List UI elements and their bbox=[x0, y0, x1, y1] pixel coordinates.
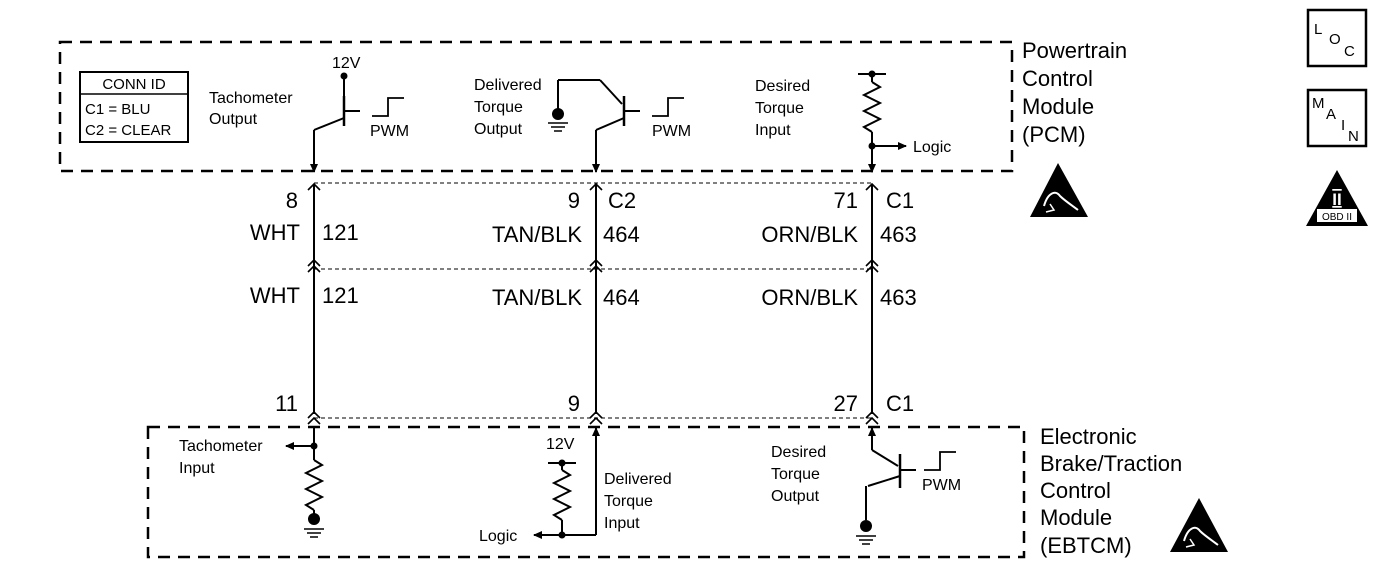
ebtcm-module: Electronic Brake/Traction Control Module… bbox=[146, 424, 1182, 559]
ground-icon bbox=[856, 535, 876, 545]
wire-color-3a: ORN/BLK bbox=[761, 222, 858, 247]
pwm-signal-icon bbox=[372, 97, 404, 117]
pullup-resistor bbox=[551, 469, 573, 521]
ground-node-dot bbox=[308, 513, 320, 525]
obd-caption: OBD II bbox=[1322, 212, 1352, 223]
tach-output-label-2: Output bbox=[209, 111, 258, 128]
ebtcm-boundary bbox=[146, 425, 1026, 559]
ebtcm-pin-2: 9 bbox=[568, 391, 580, 416]
delivered-torque-output-circuit: Delivered Torque Output PWM bbox=[474, 77, 691, 173]
ground-icon bbox=[548, 122, 568, 132]
desired-input-label-3: Input bbox=[755, 122, 791, 139]
pcm-name-line-1: Powertrain bbox=[1022, 38, 1127, 63]
tach-supply-label: 12V bbox=[332, 55, 361, 72]
harness: 8 WHT 121 WHT 121 11 9 C2 TAN/BLK 464 TA… bbox=[250, 182, 917, 425]
pcm-logic-label: Logic bbox=[913, 139, 951, 156]
delivered-input-label-3: Input bbox=[604, 515, 640, 532]
ebtcm-pin-1: 11 bbox=[275, 391, 298, 416]
pcm-connector-band bbox=[314, 182, 872, 270]
tach-input-label-2: Input bbox=[179, 460, 215, 477]
desired-torque-input-circuit: Desired Torque Input Logic bbox=[755, 70, 951, 173]
tach-input-circuit: Tachometer Input bbox=[179, 428, 325, 538]
pwm-signal-icon bbox=[924, 451, 956, 471]
conn-id-title: CONN ID bbox=[102, 76, 166, 93]
pcm-name-line-3: Module bbox=[1022, 94, 1094, 119]
ebtcm-name-line-2: Brake/Traction bbox=[1040, 451, 1182, 476]
main-badge: M A I N bbox=[1306, 88, 1368, 148]
circuit-number-3a: 463 bbox=[880, 222, 917, 247]
circuit-number-1b: 121 bbox=[322, 283, 359, 308]
ebtcm-logic-label: Logic bbox=[479, 528, 517, 545]
wire-color-2a: TAN/BLK bbox=[492, 222, 582, 247]
loc-letter-c: C bbox=[1344, 43, 1355, 60]
pulldown-resistor bbox=[303, 459, 325, 511]
pcm-name-line-4: (PCM) bbox=[1022, 122, 1086, 147]
pcm-conn-3: C1 bbox=[886, 188, 914, 213]
ground-node-dot bbox=[860, 520, 872, 532]
ebtcm-pwm-label: PWM bbox=[922, 477, 961, 494]
ebtcm-supply-label: 12V bbox=[546, 436, 575, 453]
desired-input-label-2: Torque bbox=[755, 100, 804, 117]
obd-numeral: II bbox=[1332, 190, 1341, 209]
pcm-module: Powertrain Control Module (PCM) CONN ID … bbox=[58, 38, 1127, 173]
tach-input-label-1: Tachometer bbox=[179, 438, 263, 455]
conn-id-box: CONN ID C1 = BLU C2 = CLEAR bbox=[79, 71, 189, 143]
pwm-signal-icon bbox=[652, 97, 684, 117]
pcm-pin-1: 8 bbox=[286, 188, 298, 213]
wire-color-1a: WHT bbox=[250, 220, 300, 245]
delivered-output-label-1: Delivered bbox=[474, 77, 542, 94]
pcm-pin-2: 9 bbox=[568, 188, 580, 213]
ebtcm-name-line-5: (EBTCM) bbox=[1040, 533, 1132, 558]
main-letter-i: I bbox=[1341, 117, 1345, 134]
wire-color-2b: TAN/BLK bbox=[492, 285, 582, 310]
main-letter-n: N bbox=[1348, 128, 1359, 145]
desired-torque-output-circuit: Desired Torque Output PWM bbox=[771, 427, 961, 545]
loc-letter-l: L bbox=[1314, 21, 1322, 38]
circuit-number-2b: 464 bbox=[603, 285, 640, 310]
circuit-number-3b: 463 bbox=[880, 285, 917, 310]
pcm-pin-3: 71 bbox=[834, 188, 858, 213]
conn-id-c2: C2 = CLEAR bbox=[85, 122, 171, 139]
tach-output-circuit: Tachometer Output 12V PWM bbox=[209, 55, 409, 173]
main-letter-a: A bbox=[1326, 106, 1336, 123]
loc-letter-o: O bbox=[1329, 31, 1341, 48]
delivered-output-label-2: Torque bbox=[474, 99, 523, 116]
desired-input-label-1: Desired bbox=[755, 78, 810, 95]
delivered-input-label-1: Delivered bbox=[604, 471, 672, 488]
esd-warning-icon bbox=[1170, 498, 1228, 552]
delivered-output-label-3: Output bbox=[474, 121, 523, 138]
pcm-conn-2: C2 bbox=[608, 188, 636, 213]
ebtcm-pin-3: 27 bbox=[834, 391, 858, 416]
desired-output-label-1: Desired bbox=[771, 444, 826, 461]
loc-badge: L O C bbox=[1306, 8, 1368, 68]
pullup-resistor bbox=[861, 81, 883, 133]
conn-id-c1: C1 = BLU bbox=[85, 101, 150, 118]
delivered-input-label-2: Torque bbox=[604, 493, 653, 510]
obd-ii-badge: II OBD II bbox=[1306, 170, 1368, 226]
connector-pin-marks bbox=[307, 182, 879, 425]
tach-output-label-1: Tachometer bbox=[209, 90, 293, 107]
ebtcm-conn-3: C1 bbox=[886, 391, 914, 416]
pcm-boundary bbox=[58, 40, 1014, 173]
desired-output-label-2: Torque bbox=[771, 466, 820, 483]
wire-color-1b: WHT bbox=[250, 283, 300, 308]
wire-color-3b: ORN/BLK bbox=[761, 285, 858, 310]
esd-warning-icon bbox=[1030, 163, 1088, 217]
ebtcm-name-line-1: Electronic bbox=[1040, 424, 1137, 449]
ground-node-dot bbox=[552, 108, 564, 120]
ground-icon bbox=[304, 528, 324, 538]
ebtcm-name-line-4: Module bbox=[1040, 505, 1112, 530]
circuit-number-1a: 121 bbox=[322, 220, 359, 245]
delivered-torque-input-circuit: 12V Logic Delivered Torque Input bbox=[479, 427, 672, 545]
circuit-number-2a: 464 bbox=[603, 222, 640, 247]
pwm-label-1: PWM bbox=[370, 123, 409, 140]
pcm-name-line-2: Control bbox=[1022, 66, 1093, 91]
ebtcm-name-line-3: Control bbox=[1040, 478, 1111, 503]
main-letter-m: M bbox=[1312, 95, 1325, 112]
pwm-label-2: PWM bbox=[652, 123, 691, 140]
desired-output-label-3: Output bbox=[771, 488, 820, 505]
